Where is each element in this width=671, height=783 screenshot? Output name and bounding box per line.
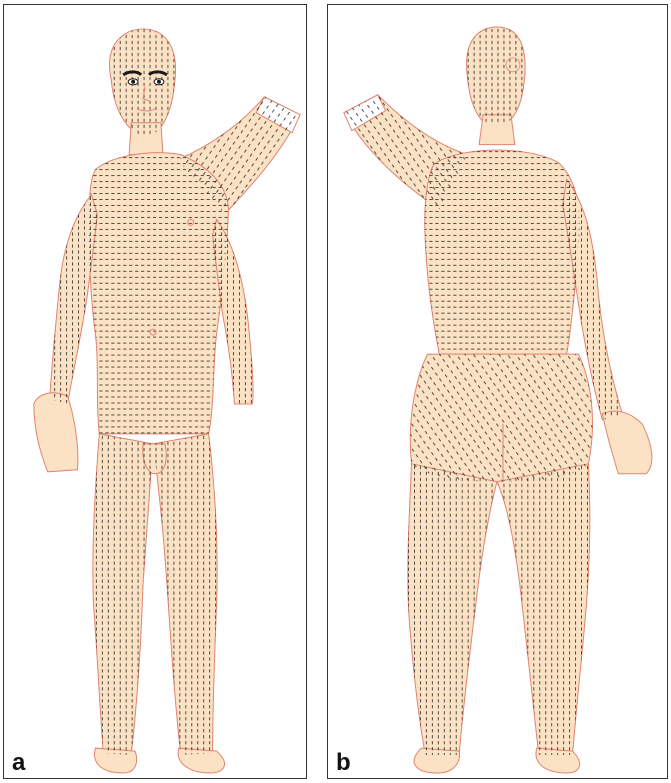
posterior-body-figure	[328, 5, 667, 778]
panel-anterior: a	[3, 4, 307, 779]
panel-posterior: b	[327, 4, 668, 779]
anterior-body-figure	[4, 5, 306, 778]
panel-label-a: a	[12, 751, 25, 775]
anterior-langer-lines	[50, 29, 300, 755]
panel-label-b: b	[336, 751, 351, 775]
